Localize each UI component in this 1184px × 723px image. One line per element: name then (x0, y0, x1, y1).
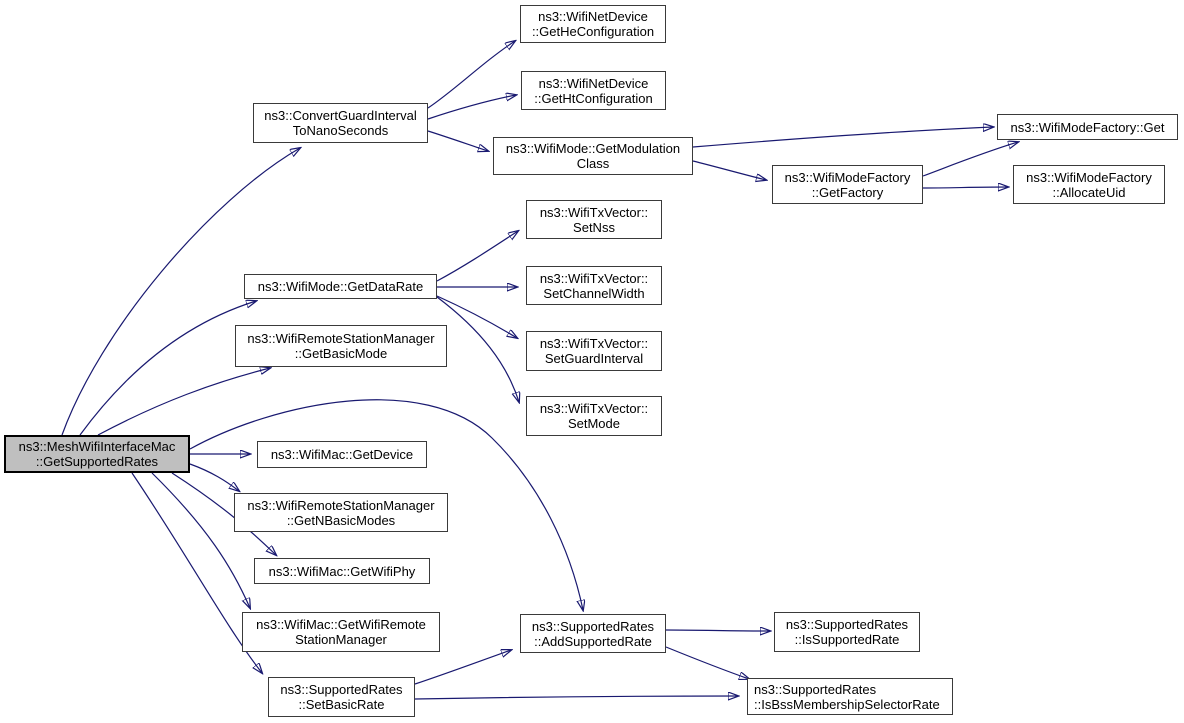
edge-add-supported-rate-to-is-supported-rate (665, 630, 770, 631)
edge-get-data-rate-to-set-guard-interval (436, 295, 517, 338)
node-label-line: ns3::ConvertGuardInterval (264, 108, 417, 123)
node-label-line: ns3::WifiModeFactory (784, 169, 911, 185)
node-label-line: ns3::WifiMac::GetDevice (270, 447, 414, 462)
edge-add-supported-rate-to-is-bss (665, 646, 749, 679)
node-label-line: ::GetNBasicModes (286, 512, 396, 528)
edge-convert-guard-to-get-modulation-class (427, 130, 488, 151)
node-label-line: ::AddSupportedRate (534, 633, 652, 649)
node-label-line: ::IsBssMembershipSelectorRate (754, 696, 940, 712)
node-wifi-tx-vector-set-channel-width[interactable]: ns3::WifiTxVector:: SetChannelWidth (526, 266, 662, 305)
node-supported-rates-is-bss-membership-selector-rate[interactable]: ns3::SupportedRates ::IsBssMembershipSel… (747, 678, 953, 715)
node-label-line: ns3::SupportedRates (754, 681, 877, 697)
node-wifi-mode-factory-allocate-uid[interactable]: ns3::WifiModeFactory ::AllocateUid (1013, 165, 1165, 204)
edge-get-data-rate-to-set-nss (436, 231, 518, 282)
node-label-line: ns3::WifiRemoteStationManager (247, 497, 435, 513)
edge-convert-guard-to-get-he (427, 41, 515, 109)
node-wifi-tx-vector-set-nss[interactable]: ns3::WifiTxVector:: SetNss (526, 200, 662, 239)
node-label-line: ::GetBasicMode (294, 346, 388, 361)
node-label-line: SetNss (573, 219, 615, 235)
node-supported-rates-is-supported-rate[interactable]: ns3::SupportedRates ::IsSupportedRate (774, 612, 920, 652)
edge-main-to-get-wifi-remote-station-manager (151, 472, 250, 608)
edge-set-basic-rate-to-is-bss (414, 696, 738, 699)
node-supported-rates-add-supported-rate[interactable]: ns3::SupportedRates ::AddSupportedRate (520, 614, 666, 653)
node-label-line: ns3::WifiNetDevice (538, 75, 649, 91)
node-label-line: ns3::WifiTxVector:: (539, 336, 649, 351)
node-supported-rates-set-basic-rate[interactable]: ns3::SupportedRates ::SetBasicRate (268, 677, 415, 717)
edge-get-modulation-to-factory-get (692, 127, 993, 148)
node-label-line: ns3::WifiRemoteStationManager (247, 331, 435, 346)
node-label-line: ns3::MeshWifiInterfaceMac (18, 439, 176, 454)
edge-get-modulation-to-get-factory (692, 160, 766, 180)
edge-get-factory-to-factory-get (922, 142, 1018, 177)
node-label-line: ToNanoSeconds (292, 123, 389, 138)
node-label-line: ::GetHtConfiguration (534, 90, 653, 106)
node-label-line: ns3::WifiMac::GetWifiPhy (268, 563, 416, 579)
edge-get-factory-to-allocate-uid (922, 187, 1008, 188)
node-wifi-tx-vector-set-guard-interval[interactable]: ns3::WifiTxVector:: SetGuardInterval (526, 331, 662, 371)
node-label-line: ::GetSupportedRates (35, 454, 159, 469)
node-wifi-remote-station-manager-get-basic-mode[interactable]: ns3::WifiRemoteStationManager ::GetBasic… (235, 325, 447, 367)
node-label-line: SetChannelWidth (543, 285, 645, 301)
node-label-line: ::IsSupportedRate (794, 632, 900, 647)
edge-main-to-set-basic-rate (131, 472, 262, 673)
node-label-line: ::SetBasicRate (298, 697, 385, 712)
node-label-line: Class (576, 156, 610, 171)
node-label-line: ns3::WifiMac::GetWifiRemote (256, 617, 426, 632)
node-label-line: ns3::SupportedRates (280, 682, 403, 697)
node-convert-guard-interval-to-nano-seconds[interactable]: ns3::ConvertGuardInterval ToNanoSeconds (253, 103, 428, 143)
node-wifi-mode-get-modulation-class[interactable]: ns3::WifiMode::GetModulation Class (493, 137, 693, 175)
edge-main-to-get-data-rate (79, 301, 256, 436)
edge-main-to-add-supported-rate (189, 399, 583, 610)
node-label-line: ::GetFactory (811, 184, 884, 200)
node-wifi-mac-get-wifi-remote-station-manager[interactable]: ns3::WifiMac::GetWifiRemote StationManag… (242, 612, 440, 652)
node-label-line: ns3::SupportedRates (785, 617, 909, 632)
node-label-line: ::GetHeConfiguration (531, 24, 655, 39)
node-label-line: ns3::WifiTxVector:: (539, 401, 649, 416)
edge-convert-guard-to-get-ht (427, 95, 516, 120)
node-label-line: SetGuardInterval (544, 351, 644, 366)
edge-set-basic-rate-to-add-supported-rate (414, 650, 511, 685)
node-label-line: ::AllocateUid (1052, 184, 1126, 200)
node-label-line: ns3::WifiTxVector:: (539, 204, 649, 220)
edge-main-to-convert-guard-interval (61, 148, 300, 436)
node-wifi-net-device-get-he-configuration[interactable]: ns3::WifiNetDevice ::GetHeConfiguration (520, 5, 666, 43)
node-label-line: ns3::SupportedRates (531, 618, 655, 634)
node-label-line: ns3::WifiMode::GetDataRate (257, 279, 424, 294)
node-wifi-mode-factory-get-factory[interactable]: ns3::WifiModeFactory ::GetFactory (772, 165, 923, 204)
node-label-line: StationManager (295, 632, 387, 647)
node-wifi-mode-get-data-rate[interactable]: ns3::WifiMode::GetDataRate (244, 274, 437, 299)
edge-main-to-get-n-basic-modes (189, 463, 239, 491)
node-wifi-net-device-get-ht-configuration[interactable]: ns3::WifiNetDevice ::GetHtConfiguration (521, 71, 666, 110)
node-wifi-mac-get-device[interactable]: ns3::WifiMac::GetDevice (257, 441, 427, 468)
node-wifi-remote-station-manager-get-n-basic-modes[interactable]: ns3::WifiRemoteStationManager ::GetNBasi… (234, 493, 448, 532)
node-label-line: ns3::WifiTxVector:: (539, 270, 649, 286)
node-wifi-mac-get-wifi-phy[interactable]: ns3::WifiMac::GetWifiPhy (254, 558, 430, 584)
node-mesh-wifi-interface-mac-get-supported-rates: ns3::MeshWifiInterfaceMac ::GetSupported… (4, 435, 190, 473)
node-label-line: ns3::WifiModeFactory::Get (1010, 119, 1165, 135)
node-label-line: SetMode (567, 416, 621, 431)
edge-main-to-get-basic-mode (97, 368, 270, 436)
node-wifi-mode-factory-get[interactable]: ns3::WifiModeFactory::Get (997, 114, 1178, 140)
edge-get-data-rate-to-set-mode (436, 296, 519, 402)
node-label-line: ns3::WifiNetDevice (538, 9, 648, 24)
node-wifi-tx-vector-set-mode[interactable]: ns3::WifiTxVector:: SetMode (526, 396, 662, 436)
node-label-line: ns3::WifiMode::GetModulation (505, 141, 681, 156)
node-label-line: ns3::WifiModeFactory (1026, 169, 1152, 185)
